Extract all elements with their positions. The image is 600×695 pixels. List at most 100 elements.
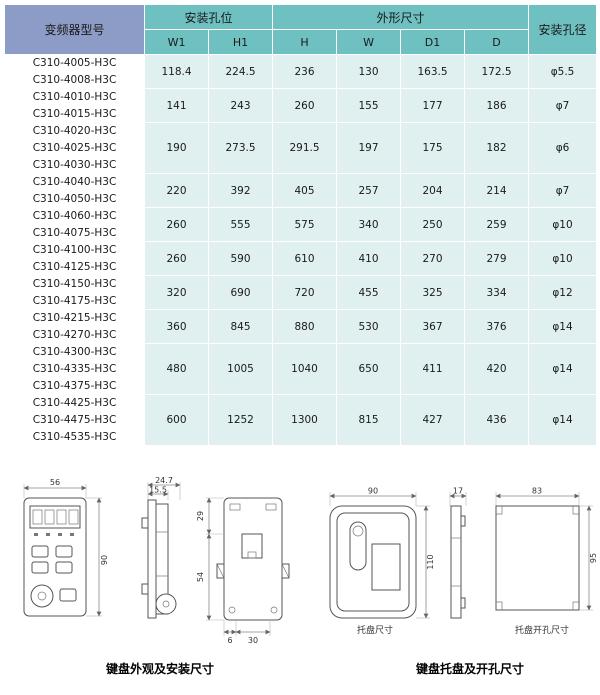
spec-table: 变频器型号 安装孔位 外形尺寸 安装孔径 W1 H1 H W D1 D C310… [4,4,598,446]
hole-diameter-cell: φ7 [528,88,598,123]
dimension-cell: 720 [272,275,338,310]
dimension-cell: 360 [144,309,209,344]
keypad-width-dim: 56 [50,478,60,487]
dimension-cell: 600 [144,394,209,446]
dimension-cell: 279 [464,241,530,276]
tray-depth-dim: 17 [453,487,463,496]
dimension-cell: 1005 [207,343,274,395]
dimension-cell: 334 [464,275,530,310]
dimension-cell: 376 [464,309,530,344]
dimension-cell: 436 [464,394,530,446]
left-main-caption: 键盘外观及安装尺寸 [105,662,214,676]
table-row: C310-4050-H3C [4,190,597,208]
dimension-cell: 555 [207,207,274,242]
dimension-cell: 197 [336,122,402,174]
tray-width-dim: 90 [368,487,378,496]
dimension-cell: 250 [400,207,466,242]
dimension-cell: 480 [144,343,209,395]
model-cell: C310-4020-H3C [4,122,145,140]
dimension-cell: 291.5 [272,122,338,174]
dimension-cell: 845 [207,309,274,344]
dimension-cell: 1252 [207,394,274,446]
header-col-h1: H1 [207,29,274,55]
table-row: C310-4075-H3C [4,224,597,242]
tray-caption: 托盘尺寸 [356,626,393,636]
model-cell: C310-4125-H3C [4,258,145,276]
table-row: C310-4375-H3C [4,377,597,395]
dimension-cell: 186 [464,88,530,123]
header-mounting-holes: 安装孔位 [143,4,274,30]
keypad-side-drawing: 24.7 15.5 [141,476,181,619]
header-hole-diameter: 安装孔径 [528,4,598,55]
dimension-cell: 610 [272,241,338,276]
dimension-cell: 411 [400,343,466,395]
hole-diameter-cell: φ14 [528,309,598,344]
dimension-cell: 130 [336,54,402,89]
dimension-cell: 118.4 [144,54,209,89]
model-cell: C310-4040-H3C [4,173,145,191]
spec-table-head: 变频器型号 安装孔位 外形尺寸 安装孔径 W1 H1 H W D1 D [4,4,598,55]
keypad-back-dim-6: 6 [227,636,232,645]
keypad-back-dim-54: 54 [196,572,205,582]
dimension-cell: 1300 [272,394,338,446]
model-cell: C310-4030-H3C [4,156,145,174]
dimension-cell: 260 [144,241,209,276]
dimension-cell: 815 [336,394,402,446]
model-cell: C310-4425-H3C [4,394,145,412]
header-col-d: D [464,29,530,55]
dimension-cell: 260 [144,207,209,242]
keypad-height-dim: 90 [100,555,109,565]
dimension-cell: 155 [336,88,402,123]
table-row: C310-4535-H3C [4,428,597,446]
hole-diameter-cell: φ10 [528,207,598,242]
dimension-cell: 224.5 [207,54,274,89]
dimension-cell: 420 [464,343,530,395]
dimension-cell: 260 [272,88,338,123]
header-col-h: H [272,29,338,55]
dimension-cell: 270 [400,241,466,276]
dimension-cell: 455 [336,275,402,310]
dimension-cell: 367 [400,309,466,344]
model-cell: C310-4375-H3C [4,377,145,395]
dimension-cell: 259 [464,207,530,242]
hole-diameter-cell: φ14 [528,394,598,446]
hole-diameter-cell: φ12 [528,275,598,310]
hole-diameter-cell: φ10 [528,241,598,276]
model-cell: C310-4050-H3C [4,190,145,208]
table-row: C310-4008-H3C [4,71,597,89]
keypad-back-dim-29: 29 [196,511,205,521]
dimension-cell: 530 [336,309,402,344]
table-row: C310-4125-H3C [4,258,597,276]
tray-height-dim: 110 [426,554,435,569]
dimension-cell: 175 [400,122,466,174]
dimension-cell: 243 [207,88,274,123]
tray-hole-caption: 托盘开孔尺寸 [514,626,569,636]
dimension-cell: 880 [272,309,338,344]
model-cell: C310-4150-H3C [4,275,145,293]
model-cell: C310-4060-H3C [4,207,145,225]
dimension-cell: 190 [144,122,209,174]
keypad-front-drawing: 56 90 [23,478,109,617]
tray-hole-drawing: 83 95 [495,487,598,611]
model-cell: C310-4475-H3C [4,411,145,429]
header-outline-dims: 外形尺寸 [272,4,530,30]
model-cell: C310-4335-H3C [4,360,145,378]
model-cell: C310-4005-H3C [4,54,145,72]
header-col-d1: D1 [400,29,466,55]
tray-side-drawing: 17 [449,487,467,619]
model-cell: C310-4270-H3C [4,326,145,344]
model-cell: C310-4025-H3C [4,139,145,157]
table-row: C310-4270-H3C [4,326,597,344]
dimension-cell: 427 [400,394,466,446]
spec-table-section: 变频器型号 安装孔位 外形尺寸 安装孔径 W1 H1 H W D1 D C310… [4,4,598,446]
model-cell: C310-4100-H3C [4,241,145,259]
dimension-cell: 236 [272,54,338,89]
